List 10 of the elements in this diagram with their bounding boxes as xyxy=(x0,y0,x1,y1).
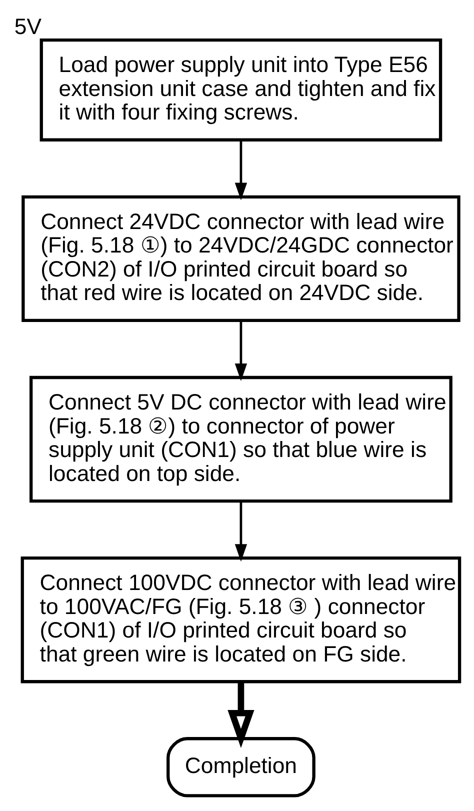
node-box: Load power supply unit into Type E56 extension unit case and tighten and fix it with four fixing screws. xyxy=(40,38,442,141)
arrow xyxy=(234,500,248,562)
arrow xyxy=(228,681,254,748)
arrow xyxy=(234,139,248,200)
node-box: Connect 5V DC connector with lead wire (Fig. 5.18 ②) to connector of power supply unit (CON1) so that blue wire is located on top side. xyxy=(30,375,452,502)
node-label: 5V xyxy=(14,14,42,39)
arrow xyxy=(234,320,248,380)
node-box: Completion xyxy=(166,736,316,797)
node-box: Connect 24VDC connector with lead wire (Fig. 5.18 ①) to 24VDC/24GDC connector (CON2) of I/O printed circuit board so that red wire is located on 24VDC side. xyxy=(22,194,460,322)
node-box: Connect 100VDC connector with lead wire to 100VAC/FG (Fig. 5.18 ③ ) connector (CON1) of I/O printed circuit board so that green wire is located on FG side. xyxy=(20,556,462,683)
